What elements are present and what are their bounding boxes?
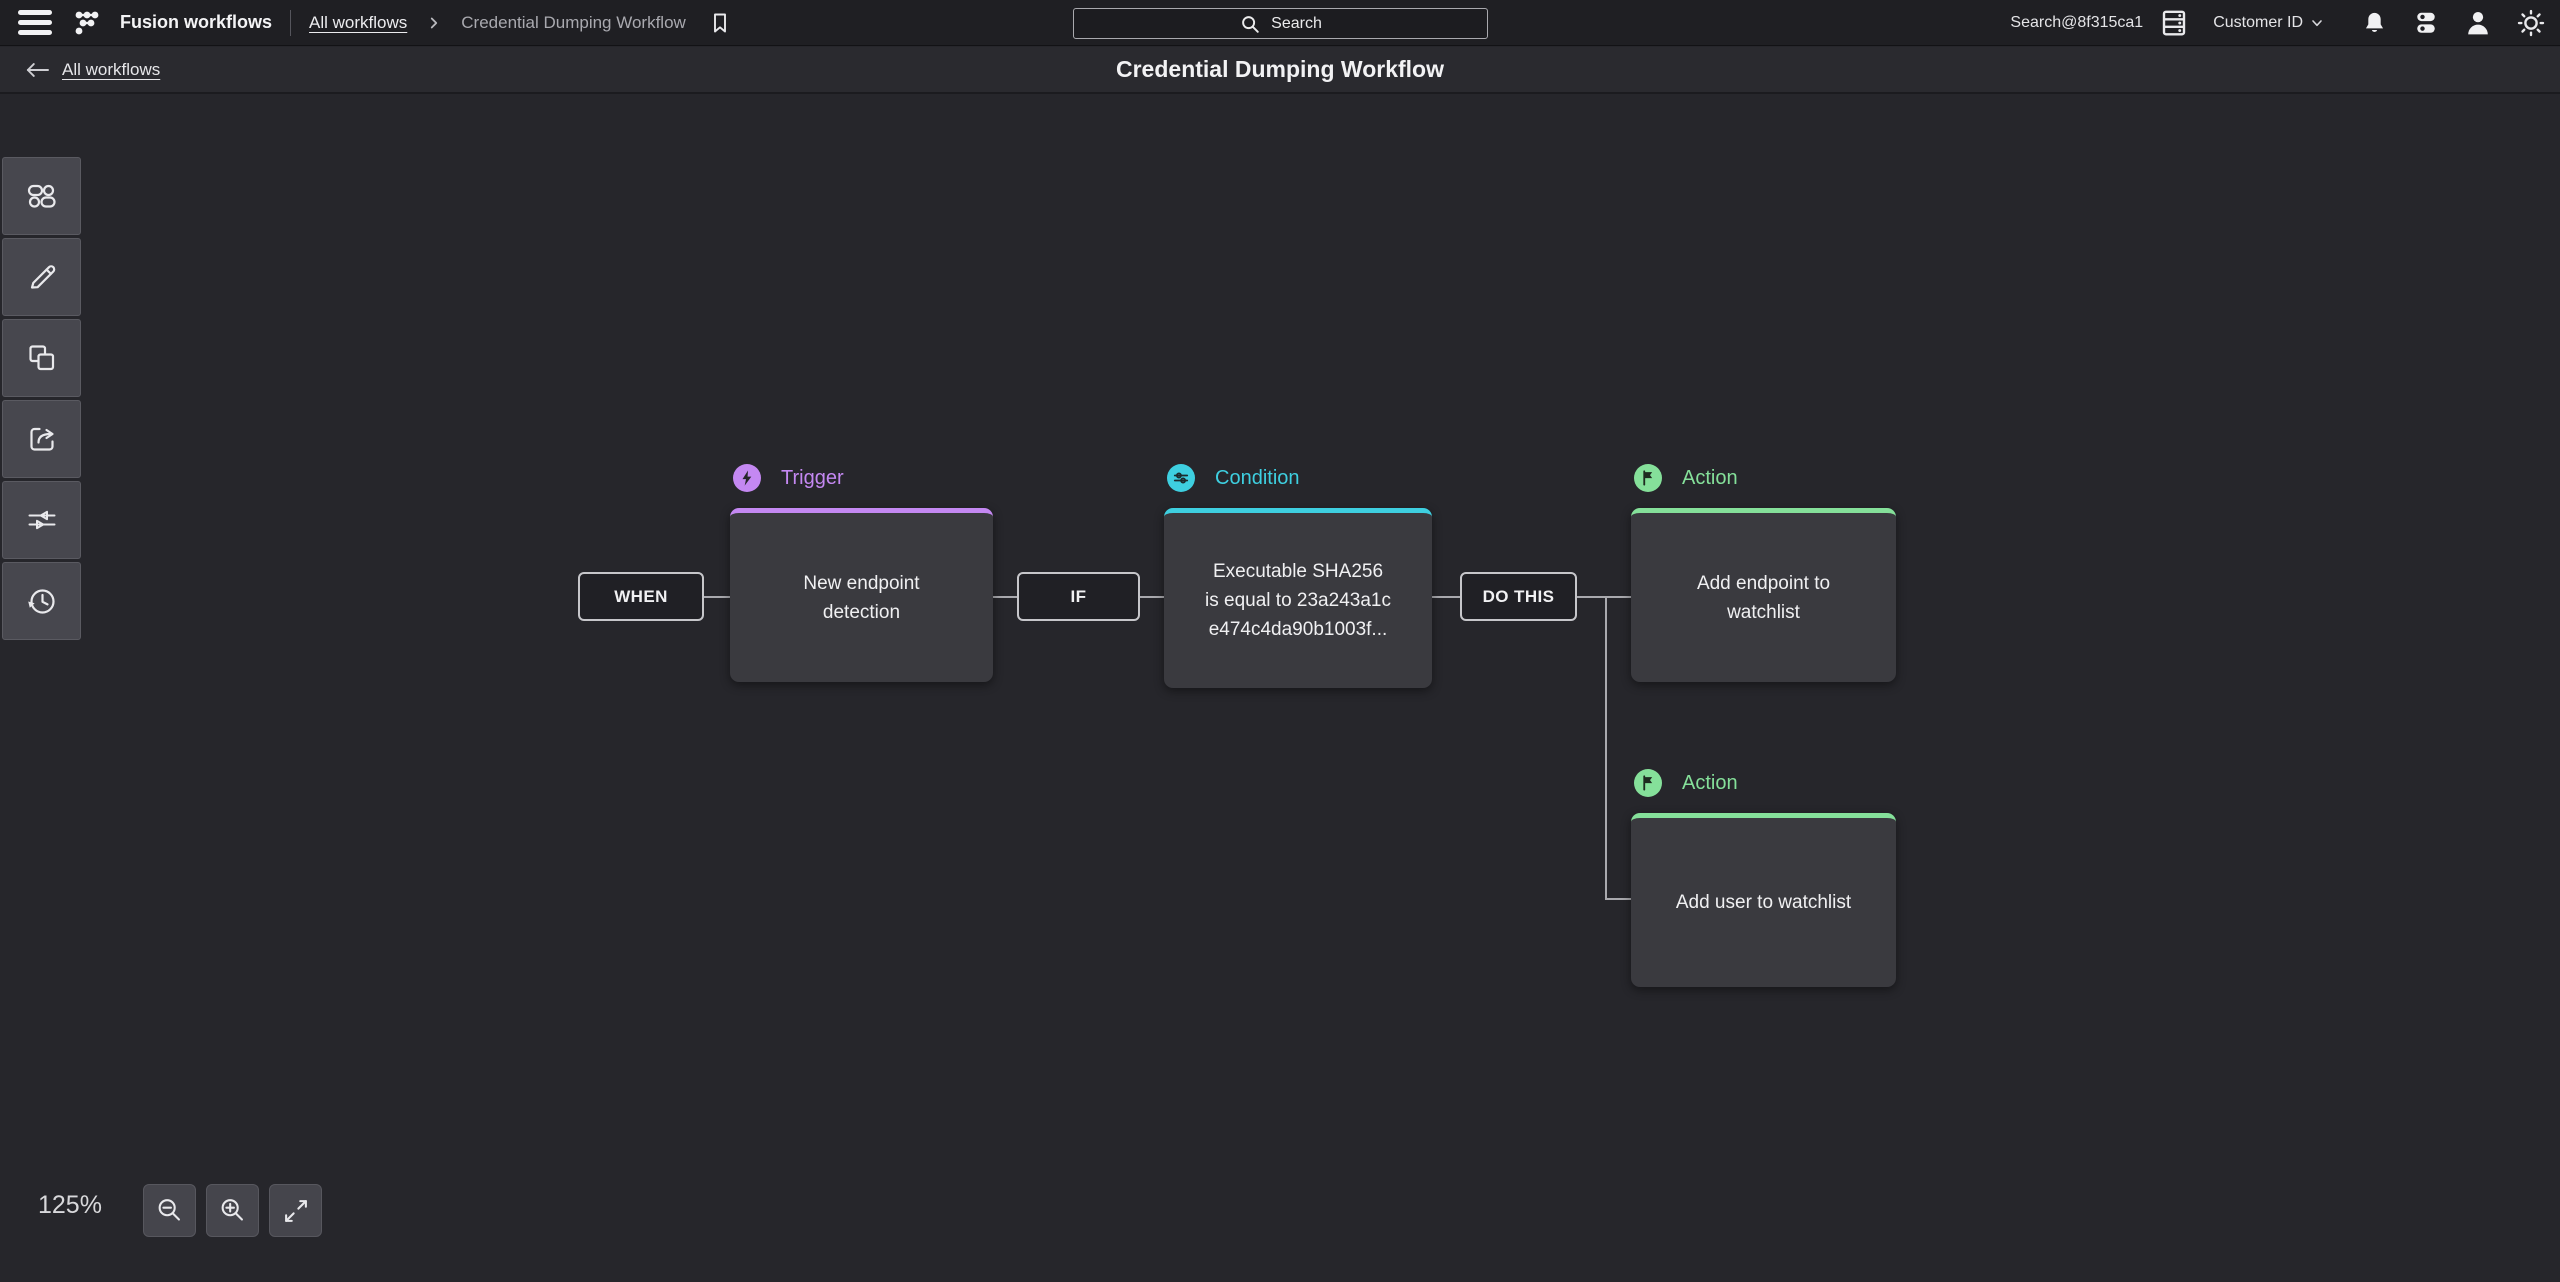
- trigger-node-card[interactable]: New endpoint detection: [730, 508, 993, 682]
- zoom-in-icon: [221, 1198, 243, 1221]
- history-icon: [27, 589, 55, 614]
- trigger-node-label: Trigger: [733, 464, 844, 492]
- wire-condition-dothis: [1432, 596, 1461, 598]
- export-icon: [29, 427, 54, 451]
- arrow-left-icon: [26, 62, 49, 77]
- divider: [290, 9, 292, 36]
- trigger-node-text: detection: [822, 601, 901, 623]
- customer-id-dropdown[interactable]: Customer ID: [2213, 14, 2325, 32]
- condition-node-text: Executable SHA256: [1212, 561, 1384, 582]
- action2-node-text: Add user to watchlist: [1675, 892, 1852, 913]
- fit-screen-button[interactable]: [269, 1184, 322, 1237]
- action2-node-card[interactable]: Add user to watchlist: [1631, 813, 1896, 987]
- condition-type-label: Condition: [1215, 466, 1300, 489]
- back-link-label: All workflows: [62, 59, 161, 79]
- export-tool-button[interactable]: [2, 400, 81, 478]
- hamburger-menu-button[interactable]: [18, 8, 54, 38]
- action2-type-label: Action: [1682, 771, 1738, 794]
- app-title: Fusion workflows: [120, 12, 273, 32]
- trigger-node-text: New endpoint: [803, 572, 920, 594]
- trigger-type-label: Trigger: [781, 466, 844, 489]
- workflow-canvas[interactable]: WHEN IF DO THIS Trigger New endpoint det…: [0, 96, 2560, 1282]
- search-icon: [1242, 15, 1259, 33]
- keyword-if-chip: IF: [1017, 572, 1140, 621]
- wire-dothis-action1: [1577, 596, 1631, 598]
- breadcrumb-current: Credential Dumping Workflow: [461, 12, 686, 32]
- wire-when-trigger: [704, 596, 731, 598]
- nodes-tool-button[interactable]: [2, 157, 81, 235]
- stack-icon[interactable]: [2412, 9, 2440, 37]
- expand-icon: [284, 1199, 307, 1222]
- copy-icon: [28, 345, 54, 371]
- pipeline-icon: [28, 510, 55, 530]
- action1-node-label: Action: [1634, 464, 1738, 492]
- action1-node-text: watchlist: [1727, 601, 1800, 623]
- wire-branch-vertical: [1605, 596, 1607, 900]
- wire-trigger-if: [993, 596, 1018, 598]
- action-flag-icon: [1634, 769, 1662, 797]
- keyword-dothis-chip: DO THIS: [1460, 572, 1577, 621]
- wire-if-condition: [1140, 596, 1165, 598]
- zoom-level-label: 125%: [38, 1191, 102, 1219]
- action1-type-label: Action: [1682, 466, 1738, 489]
- pencil-icon: [30, 265, 55, 289]
- nodes-icon: [27, 184, 56, 208]
- search-placeholder: Search: [1271, 14, 1322, 32]
- condition-node-text: e474c4da90b1003f...: [1208, 619, 1388, 640]
- condition-node-label: Condition: [1167, 464, 1300, 492]
- duplicate-tool-button[interactable]: [2, 319, 81, 397]
- zoom-in-button[interactable]: [206, 1184, 259, 1237]
- pipeline-tool-button[interactable]: [2, 481, 81, 559]
- account-label: Search@8f315ca1: [2010, 14, 2144, 31]
- customer-id-label: Customer ID: [2213, 14, 2303, 31]
- condition-sliders-icon: [1167, 464, 1195, 492]
- condition-node-card[interactable]: Executable SHA256 is equal to 23a243a1c …: [1164, 508, 1432, 688]
- page-title: Credential Dumping Workflow: [1116, 56, 1444, 82]
- back-all-workflows-link[interactable]: All workflows: [22, 59, 160, 81]
- theme-sun-icon[interactable]: [2516, 8, 2546, 38]
- bookmark-icon[interactable]: [708, 10, 732, 36]
- host-icon[interactable]: [2159, 8, 2189, 38]
- condition-node-text: is equal to 23a243a1c: [1205, 590, 1391, 611]
- fusion-logo-icon: [72, 8, 102, 38]
- workflow-header-bar: All workflows Credential Dumping Workflo…: [0, 47, 2560, 94]
- canvas-tool-rail: [2, 157, 81, 640]
- global-search-input[interactable]: Search: [1073, 8, 1488, 39]
- chevron-down-icon: [2312, 20, 2322, 27]
- wire-branch-action2: [1605, 898, 1631, 900]
- action1-node-text: Add endpoint to: [1696, 572, 1831, 594]
- zoom-out-icon: [158, 1198, 180, 1221]
- bell-icon[interactable]: [2361, 10, 2388, 37]
- action2-node-label: Action: [1634, 769, 1738, 797]
- keyword-when-chip: WHEN: [578, 572, 704, 621]
- history-tool-button[interactable]: [2, 562, 81, 640]
- trigger-bolt-icon: [733, 464, 761, 492]
- user-icon[interactable]: [2464, 9, 2492, 37]
- top-bar: Fusion workflows All workflows Credentia…: [0, 0, 2560, 46]
- chevron-right-icon: [425, 14, 443, 32]
- zoom-out-button[interactable]: [143, 1184, 196, 1237]
- breadcrumb-all-workflows-link[interactable]: All workflows: [309, 12, 408, 32]
- edit-tool-button[interactable]: [2, 238, 81, 316]
- action-flag-icon: [1634, 464, 1662, 492]
- action1-node-card[interactable]: Add endpoint to watchlist: [1631, 508, 1896, 682]
